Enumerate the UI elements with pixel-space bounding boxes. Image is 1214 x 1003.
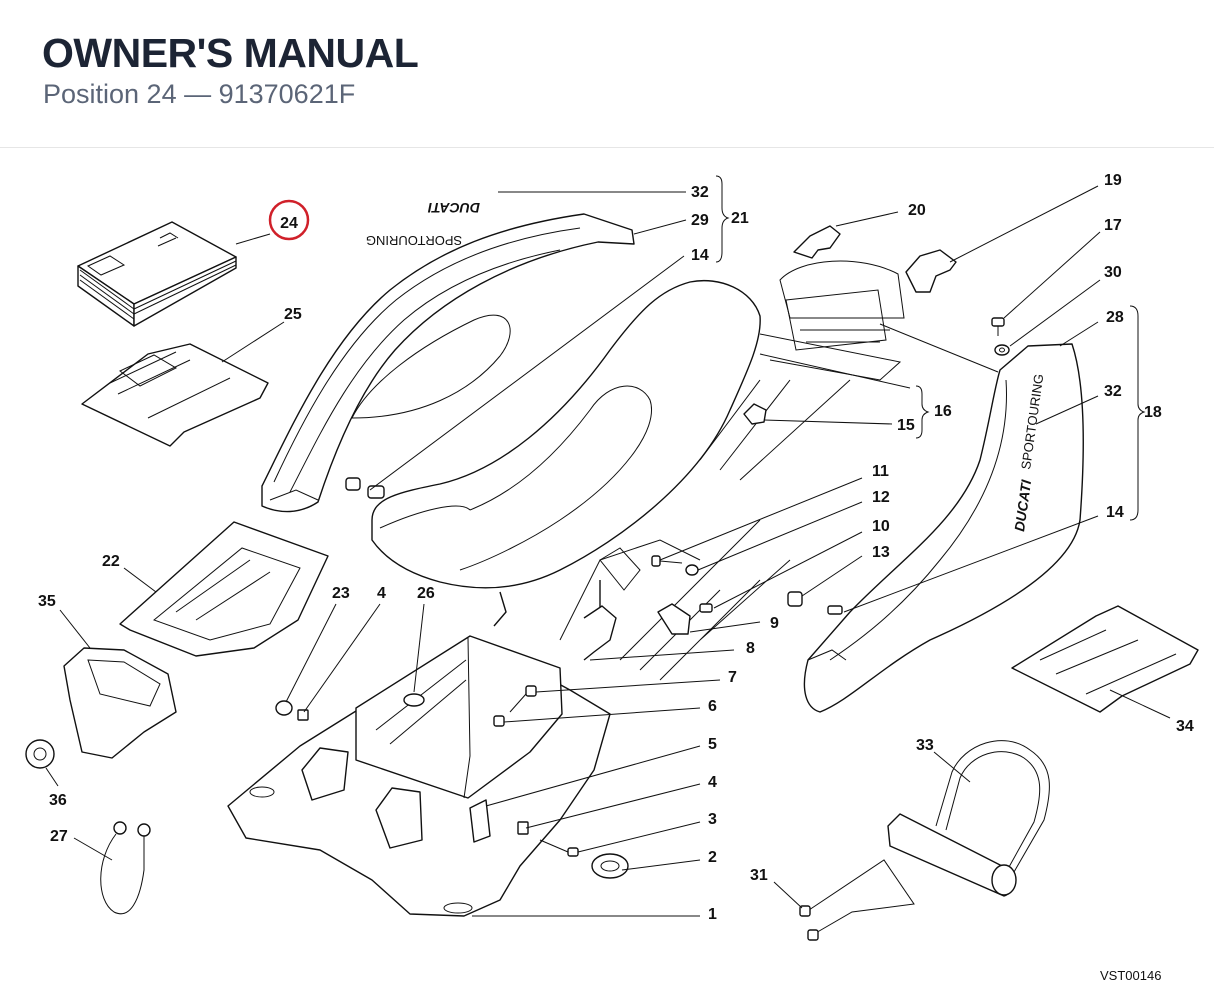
callout-22[interactable]: 22	[102, 553, 120, 570]
callout-2[interactable]: 2	[708, 849, 717, 866]
part-30-washer[interactable]	[994, 344, 1010, 356]
callout-16[interactable]: 16	[934, 403, 952, 420]
part-31-cable[interactable]	[799, 859, 915, 941]
part-36-bushing[interactable]	[25, 739, 55, 769]
callout-23[interactable]: 23	[332, 585, 350, 602]
sportouring-model-mark: SPORTOURING	[366, 233, 462, 248]
callout-31[interactable]: 31	[750, 867, 768, 884]
drawing-code: VST00146	[1100, 968, 1162, 983]
part-2-grommet[interactable]	[591, 853, 629, 879]
part-18-side-panel[interactable]	[803, 343, 1084, 713]
callout-36[interactable]: 36	[49, 792, 67, 809]
callout-25[interactable]: 25	[284, 306, 302, 323]
part-26-mudguard-box[interactable]	[355, 635, 563, 799]
part-24-owners-manual[interactable]	[77, 221, 237, 327]
part-35-storage-box[interactable]	[63, 647, 177, 759]
callout-17[interactable]: 17	[1104, 217, 1122, 234]
part-16-seat[interactable]	[371, 280, 761, 627]
callout-35[interactable]: 35	[38, 593, 56, 610]
callout-19[interactable]: 19	[1104, 172, 1122, 189]
part-10-screw[interactable]	[699, 603, 713, 613]
part-5-clip[interactable]	[469, 799, 491, 843]
part-22-tool-tray[interactable]	[119, 521, 329, 657]
part-9-bracket[interactable]	[657, 603, 691, 635]
callout-20[interactable]: 20	[908, 202, 926, 219]
leader-lines	[45, 185, 1171, 917]
part-6-screw[interactable]	[493, 715, 505, 727]
part-8-clamp[interactable]	[583, 605, 617, 661]
page-title: OWNER'S MANUAL	[42, 30, 419, 76]
callout-8[interactable]: 8	[746, 640, 755, 657]
side-panel-brand-mark: DUCATI	[1011, 478, 1034, 533]
callout-32-side[interactable]: 32	[1104, 383, 1122, 400]
callout-30[interactable]: 30	[1104, 264, 1122, 281]
part-34-pouch[interactable]	[1011, 605, 1199, 713]
callout-labels: 32 29 21 14 25 20 19 17 30 28 32 18 14 1…	[38, 172, 1194, 923]
ducati-brand-mark: DUCATI	[427, 200, 480, 216]
part-25-document-pouch[interactable]	[81, 343, 269, 447]
callout-4-upper[interactable]: 4	[377, 585, 386, 602]
part-21-rear-cowl[interactable]	[261, 213, 635, 513]
part-12-washer[interactable]	[685, 564, 699, 576]
part-7-screw[interactable]	[509, 685, 537, 713]
callout-6[interactable]: 6	[708, 698, 717, 715]
callout-3[interactable]: 3	[708, 811, 717, 828]
callout-10[interactable]: 10	[872, 518, 890, 535]
part-19-hook[interactable]	[905, 249, 957, 293]
callout-28[interactable]: 28	[1106, 309, 1124, 326]
part-15-clip[interactable]	[743, 403, 767, 425]
callout-13[interactable]: 13	[872, 544, 890, 561]
part-20-hook[interactable]	[793, 225, 841, 259]
callout-11[interactable]: 11	[872, 463, 889, 480]
callout-18[interactable]: 18	[1144, 404, 1162, 421]
part-23-rubber-pad[interactable]	[275, 700, 293, 716]
part-4-nut-upper[interactable]	[297, 709, 309, 721]
page-header: OWNER'S MANUAL Position 24 — 91370621F	[0, 0, 1214, 148]
callout-9[interactable]: 9	[770, 615, 779, 632]
part-27-cable[interactable]	[100, 821, 151, 915]
callout-15[interactable]: 15	[897, 417, 915, 434]
callout-24[interactable]: 24	[280, 215, 298, 232]
callout-1[interactable]: 1	[708, 906, 717, 923]
callout-14-top[interactable]: 14	[691, 247, 709, 264]
callout-32-top[interactable]: 32	[691, 184, 709, 201]
part-11-bolt[interactable]	[651, 555, 683, 567]
callout-33[interactable]: 33	[916, 737, 934, 754]
part-14-rubber-grommet[interactable]	[827, 605, 843, 615]
callout-27[interactable]: 27	[50, 828, 68, 845]
callout-12[interactable]: 12	[872, 489, 890, 506]
callout-34[interactable]: 34	[1176, 718, 1194, 735]
part-14-cowl-grommet[interactable]	[345, 477, 385, 499]
callout-14-side[interactable]: 14	[1106, 504, 1124, 521]
callout-4-lower[interactable]: 4	[708, 774, 717, 791]
callout-26[interactable]: 26	[417, 585, 435, 602]
part-3-screw[interactable]	[539, 839, 579, 857]
group-braces	[715, 175, 1146, 521]
callout-7[interactable]: 7	[728, 669, 737, 686]
position-24-highlight-ring	[268, 199, 310, 241]
callout-21[interactable]: 21	[731, 210, 749, 227]
part-17-screw[interactable]	[991, 317, 1005, 336]
page-subtitle: Position 24 — 91370621F	[43, 79, 356, 109]
callout-29[interactable]: 29	[691, 212, 709, 229]
part-33-u-lock[interactable]	[887, 740, 1050, 897]
callout-5[interactable]: 5	[708, 736, 717, 753]
part-13-spacer[interactable]	[787, 591, 803, 607]
